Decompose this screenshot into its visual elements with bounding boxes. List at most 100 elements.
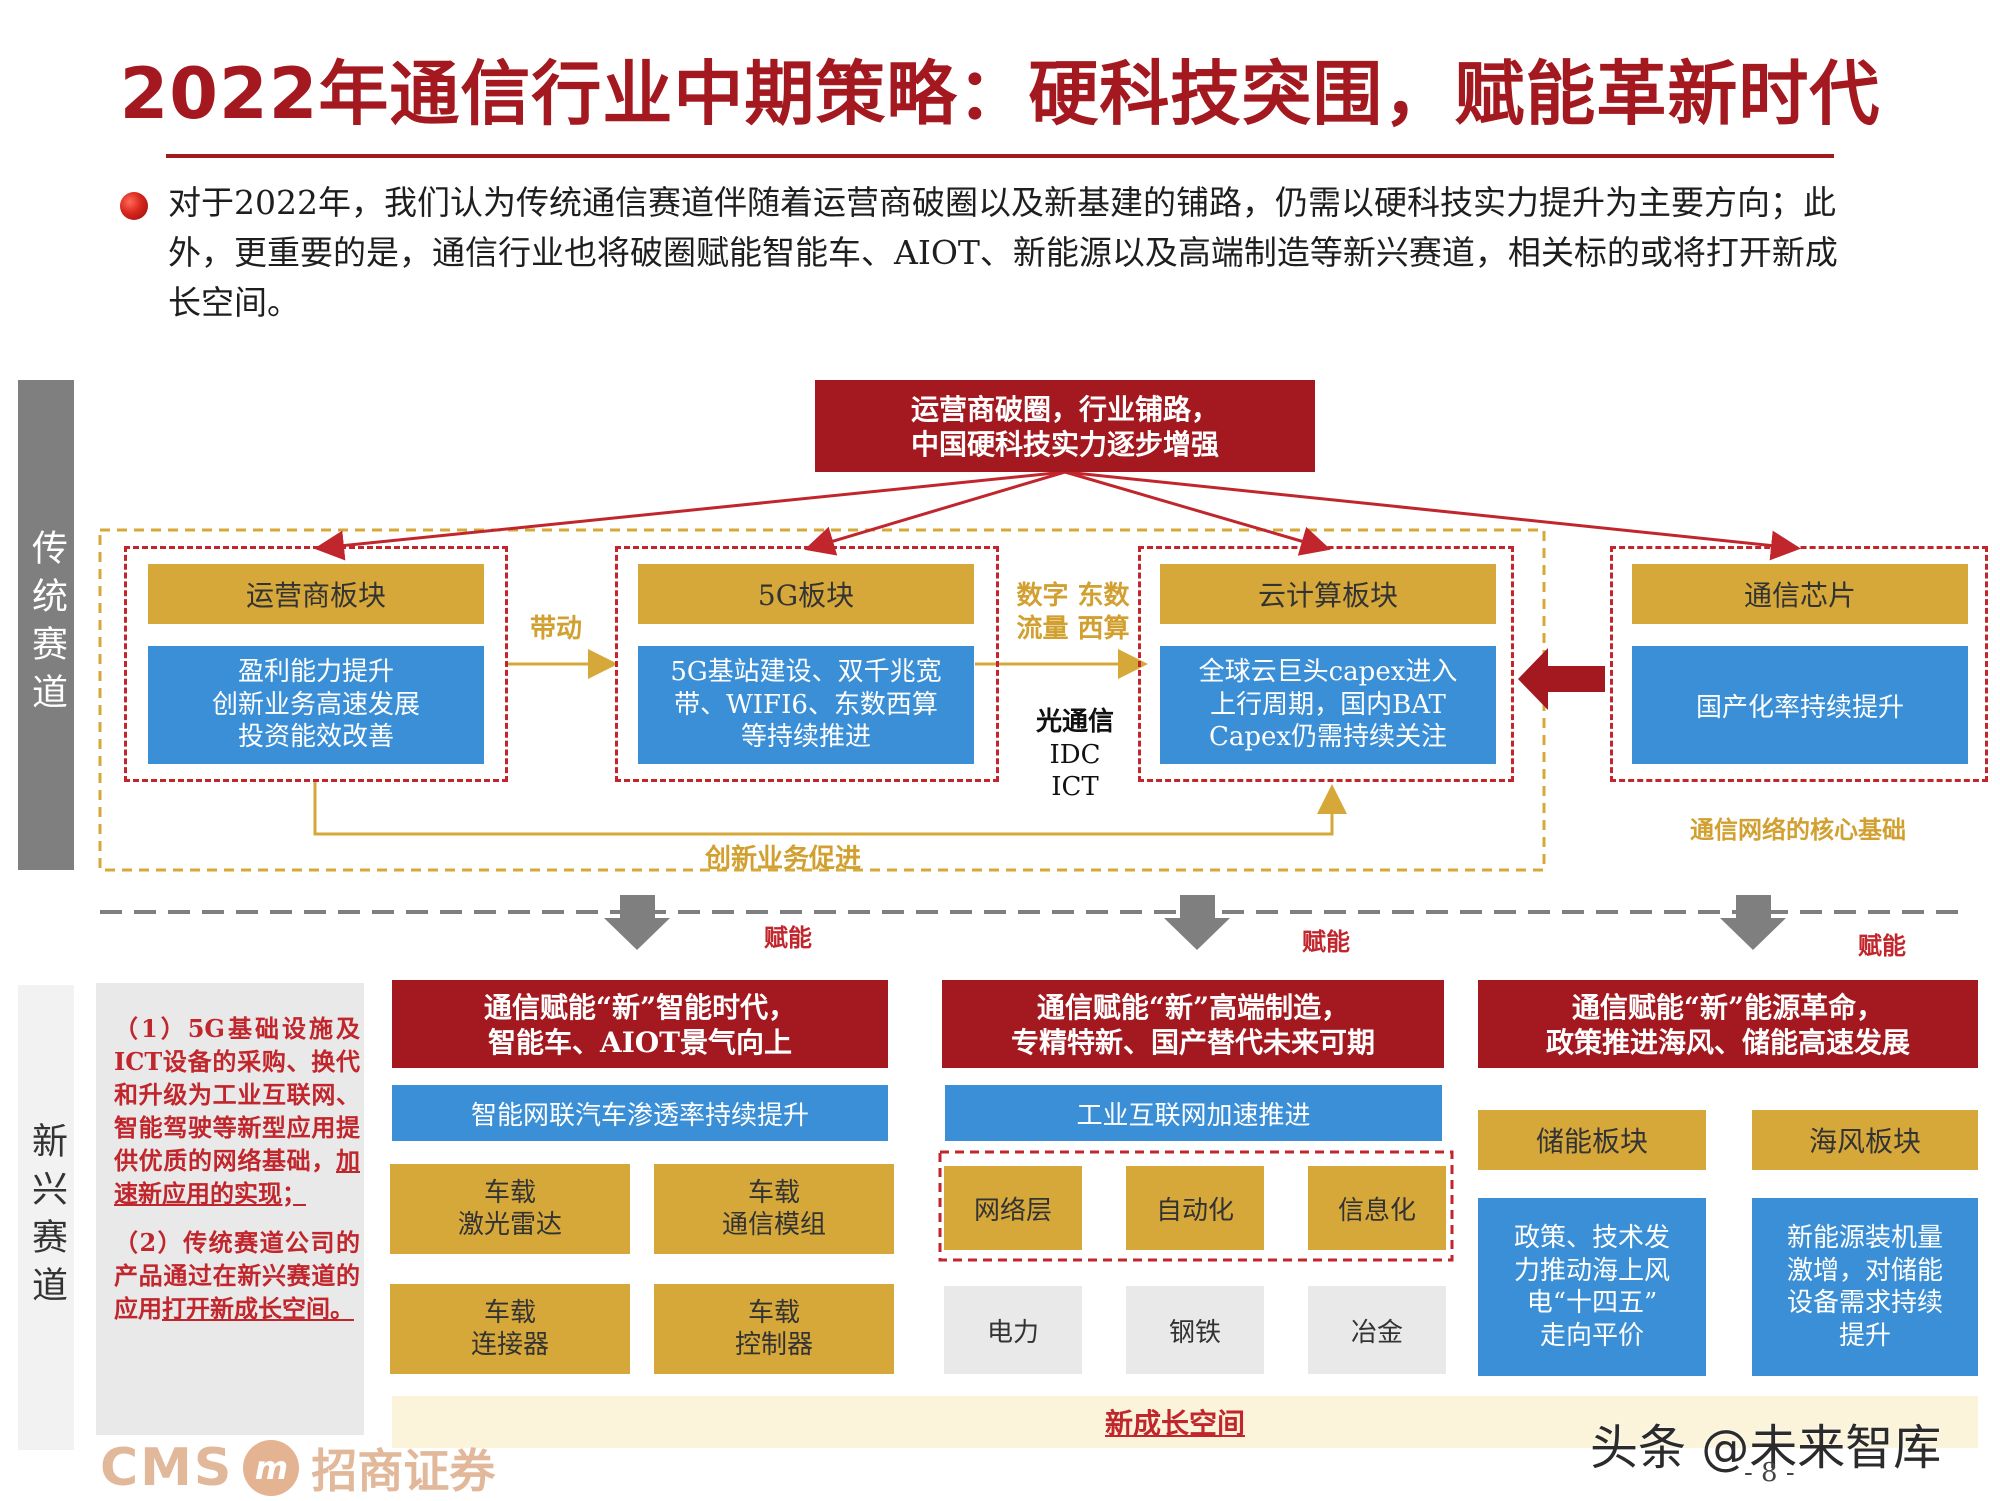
logo-latin: CMS	[100, 1438, 234, 1498]
page-title: 2022年通信行业中期策略：硬科技突围，赋能革新时代	[119, 53, 1881, 135]
col1-item-module-l1: 车载	[747, 1177, 800, 1208]
col1-item-controller-l2: 控制器	[734, 1330, 813, 1360]
side-label-traditional: 传统赛道	[18, 380, 74, 870]
optical-line1: 光通信	[1035, 707, 1114, 737]
operator-title: 运营商板块	[148, 564, 484, 624]
col1-head-line1: 通信赋能“新”智能时代，	[483, 991, 797, 1024]
logo-cn: 招商证券	[311, 1444, 496, 1498]
col1-item-connector: 车载 连接器	[390, 1284, 630, 1374]
col3-storage-l4: 走向平价	[1539, 1320, 1644, 1351]
operator-group	[124, 546, 508, 782]
col3-storage-body: 政策、技术发 力推动海上风 电“十四五” 走向平价	[1478, 1198, 1706, 1376]
operator-line1: 盈利能力提升	[237, 657, 394, 688]
col3-wind-l2: 激增，对储能	[1786, 1255, 1943, 1286]
col3-storage-title: 储能板块	[1478, 1110, 1706, 1170]
bullet-icon	[120, 192, 148, 220]
fiveg-line2: 带、WIFI6、东数西算	[674, 689, 938, 720]
col1-header: 通信赋能“新”智能时代， 智能车、AIOT景气向上	[392, 980, 888, 1068]
col2-header: 通信赋能“新”高端制造， 专精特新、国产替代未来可期	[942, 980, 1444, 1068]
col2-blue-bar: 工业互联网加速推进	[945, 1085, 1442, 1141]
col1-item-module-l2: 通信模组	[721, 1210, 826, 1240]
operator-line2: 创新业务高速发展	[211, 689, 420, 720]
col1-item-lidar-l2: 激光雷达	[457, 1210, 562, 1240]
note-p2-underlined: 打开新成长空间。	[162, 1294, 354, 1323]
col3-header: 通信赋能“新”能源革命， 政策推进海风、储能高速发展	[1478, 980, 1978, 1068]
note-text: （1）5G基础设施及ICT设备的采购、换代和升级为工业互联网、智能驾驶等新型应用…	[114, 1012, 360, 1325]
col2-layer-network: 网络层	[944, 1166, 1082, 1250]
operator-body: 盈利能力提升 创新业务高速发展 投资能效改善	[148, 646, 484, 764]
col1-item-controller: 车载 控制器	[654, 1284, 894, 1374]
col3-wind-l4: 提升	[1838, 1320, 1891, 1351]
empower-label-3: 赋能	[1858, 931, 1906, 960]
col3-wind-body: 新能源装机量 激增，对储能 设备需求持续 提升	[1752, 1198, 1978, 1376]
chip-body: 国产化率持续提升	[1632, 646, 1968, 764]
page-number: - 8 -	[1744, 1458, 1795, 1488]
col3-wind-title: 海风板块	[1752, 1110, 1978, 1170]
logo: CMS m 招商证券	[100, 1438, 495, 1498]
fiveg-line3: 等持续推进	[740, 722, 871, 753]
operator-line3: 投资能效改善	[237, 722, 394, 753]
note-p2: （2）传统赛道公司的产品通过在新兴赛道的应用	[114, 1228, 360, 1323]
growth-bar	[392, 1396, 1978, 1448]
fiveg-body: 5G基站建设、双千兆宽 带、WIFI6、东数西算 等持续推进	[638, 646, 974, 764]
col1-item-module: 车载 通信模组	[654, 1164, 894, 1254]
col1-blue-bar: 智能网联汽车渗透率持续提升	[392, 1085, 888, 1141]
col1-item-lidar-l1: 车载	[483, 1177, 536, 1208]
data-flow-label: 数字 东数 流量 西算	[1008, 580, 1138, 645]
col2-industry-steel: 钢铁	[1126, 1286, 1264, 1374]
col1-head-line2: 智能车、AIOT景气向上	[487, 1026, 793, 1059]
col2-industry-power: 电力	[944, 1286, 1082, 1374]
col3-storage-l1: 政策、技术发	[1513, 1223, 1670, 1253]
col2-head-line1: 通信赋能“新”高端制造，	[1036, 991, 1350, 1024]
top-summary-box: 运营商破圈，行业铺路， 中国硬科技实力逐步增强	[815, 380, 1315, 472]
note-p1-underlined: 加速新应用的实现；	[114, 1146, 360, 1208]
intro-text: 对于2022年，我们认为传统通信赛道伴随着运营商破圈以及新基建的铺路，仍需以硬科…	[168, 183, 1838, 322]
cloud-line1: 全球云巨头capex进入	[1198, 657, 1458, 688]
col2-layer-information: 信息化	[1308, 1166, 1446, 1250]
drive-label: 带动	[530, 614, 583, 644]
optical-line2: IDC	[1049, 739, 1101, 770]
note-p1: （1）5G基础设施及ICT设备的采购、换代和升级为工业互联网、智能驾驶等新型应用…	[114, 1014, 360, 1175]
side-label-emerging: 新兴赛道	[18, 985, 74, 1450]
data-flow-line2: 流量 西算	[1016, 613, 1130, 644]
cloud-line2: 上行周期，国内BAT	[1210, 689, 1446, 720]
fiveg-line1: 5G基站建设、双千兆宽	[670, 657, 942, 688]
note-panel	[96, 983, 364, 1435]
empower-label-2: 赋能	[1302, 927, 1350, 956]
innovation-label: 创新业务促进	[705, 844, 862, 874]
col2-head-line2: 专精特新、国产替代未来可期	[1010, 1026, 1375, 1059]
chip-title: 通信芯片	[1632, 564, 1968, 624]
col3-head-line2: 政策推进海风、储能高速发展	[1545, 1026, 1910, 1059]
optical-line3: ICT	[1051, 772, 1099, 802]
cloud-line3: Capex仍需持续关注	[1208, 722, 1448, 753]
col1-item-connector-l1: 车载	[483, 1297, 536, 1328]
title-divider	[166, 154, 1834, 158]
col1-item-connector-l2: 连接器	[470, 1330, 549, 1360]
top-summary-line1: 运营商破圈，行业铺路，	[910, 393, 1219, 426]
fiveg-group	[615, 546, 999, 782]
col3-wind-l3: 设备需求持续	[1786, 1288, 1943, 1318]
optical-label: 光通信 IDC ICT	[1010, 706, 1140, 804]
col3-storage-l3: 电“十四五”	[1526, 1288, 1658, 1318]
col1-item-lidar: 车载 激光雷达	[390, 1164, 630, 1254]
data-flow-line1: 数字 东数	[1016, 581, 1130, 611]
cloud-title: 云计算板块	[1160, 564, 1496, 624]
empower-label-1: 赋能	[764, 923, 812, 952]
col3-storage-l2: 力推动海上风	[1513, 1255, 1670, 1286]
logo-badge-icon: m	[243, 1440, 300, 1496]
chip-caption: 通信网络的核心基础	[1690, 815, 1906, 844]
col3-wind-l1: 新能源装机量	[1786, 1223, 1943, 1253]
growth-label: 新成长空间	[1105, 1407, 1246, 1440]
col2-layer-automation: 自动化	[1126, 1166, 1264, 1250]
fiveg-title: 5G板块	[638, 564, 974, 624]
col2-industry-metallurgy: 冶金	[1308, 1286, 1446, 1374]
cloud-body: 全球云巨头capex进入 上行周期，国内BAT Capex仍需持续关注	[1160, 646, 1496, 764]
logo-badge-text: m	[254, 1449, 289, 1487]
col1-item-controller-l1: 车载	[747, 1297, 800, 1328]
cloud-group	[1138, 546, 1514, 782]
watermark: 头条 @未来智库	[1590, 1420, 1942, 1476]
top-summary-line2: 中国硬科技实力逐步增强	[910, 428, 1219, 461]
chip-group	[1610, 546, 1988, 782]
col3-head-line1: 通信赋能“新”能源革命，	[1571, 991, 1885, 1024]
